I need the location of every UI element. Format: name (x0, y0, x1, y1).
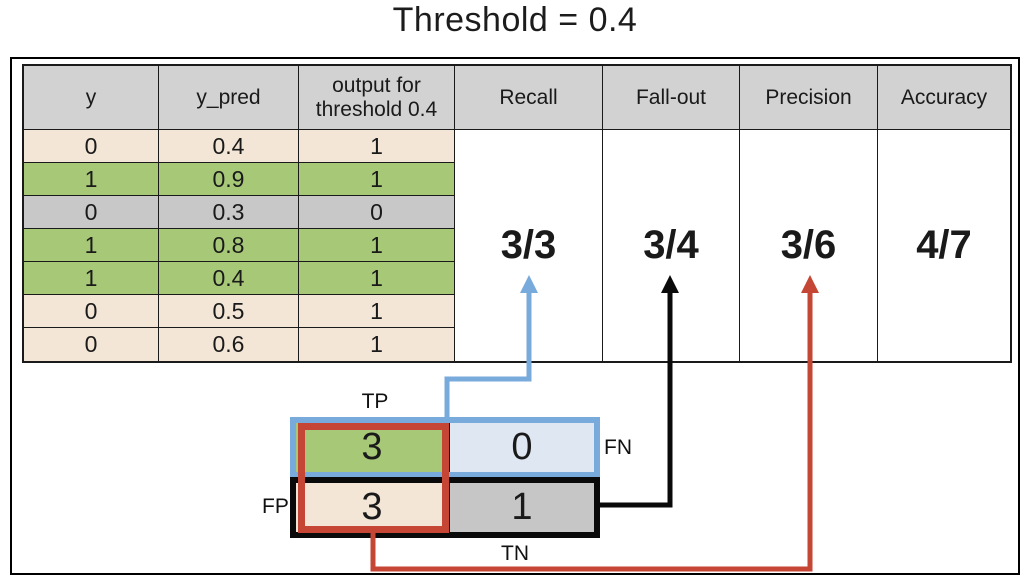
table-cell: 0.4 (159, 262, 299, 295)
header-recall: Recall (455, 66, 603, 130)
table-cell: 1 (299, 229, 455, 262)
header-fall-out: Fall-out (603, 66, 740, 130)
table-cell: 0.5 (159, 295, 299, 328)
fp-label: FP (262, 495, 289, 518)
highlight-rectangle (298, 423, 449, 533)
tn-cell: 1 (450, 483, 594, 532)
recall-value: 3/3 (455, 130, 603, 361)
table-cell: 0.3 (159, 196, 299, 229)
header-y-pred: y_pred (159, 66, 299, 130)
fall-out-value: 3/4 (603, 130, 740, 361)
table-cell: 1 (299, 130, 455, 163)
table-cell: 0.6 (159, 328, 299, 361)
tn-label: TN (501, 542, 529, 565)
fn-value: 0 (511, 426, 533, 468)
table-cell: 1 (299, 262, 455, 295)
header-output-threshold: output for threshold 0.4 (299, 66, 455, 130)
header-y: y (24, 66, 159, 130)
page-title: Threshold = 0.4 (392, 1, 638, 39)
table-cell: 0.4 (159, 130, 299, 163)
header-accuracy: Accuracy (878, 66, 1010, 130)
table-cell: 0 (24, 196, 159, 229)
table-cell: 0 (24, 130, 159, 163)
accuracy-value: 4/7 (878, 130, 1010, 361)
precision-value: 3/6 (740, 130, 878, 361)
table-cell: 0.8 (159, 229, 299, 262)
header-precision: Precision (740, 66, 878, 130)
table-cell: 1 (24, 262, 159, 295)
table-cell: 0 (24, 328, 159, 361)
fn-label: FN (604, 436, 632, 459)
table-cell: 1 (24, 163, 159, 196)
tp-label: TP (361, 390, 389, 413)
tn-value: 1 (511, 486, 533, 528)
table-cell: 0 (299, 196, 455, 229)
table-cell: 0 (24, 295, 159, 328)
table-cell: 1 (24, 229, 159, 262)
metrics-table: y y_pred output for threshold 0.4 Recall… (22, 64, 1012, 363)
table-cell: 1 (299, 328, 455, 361)
table-cell: 1 (299, 163, 455, 196)
table-cell: 1 (299, 295, 455, 328)
fn-cell: 0 (450, 423, 594, 472)
table-cell: 0.9 (159, 163, 299, 196)
